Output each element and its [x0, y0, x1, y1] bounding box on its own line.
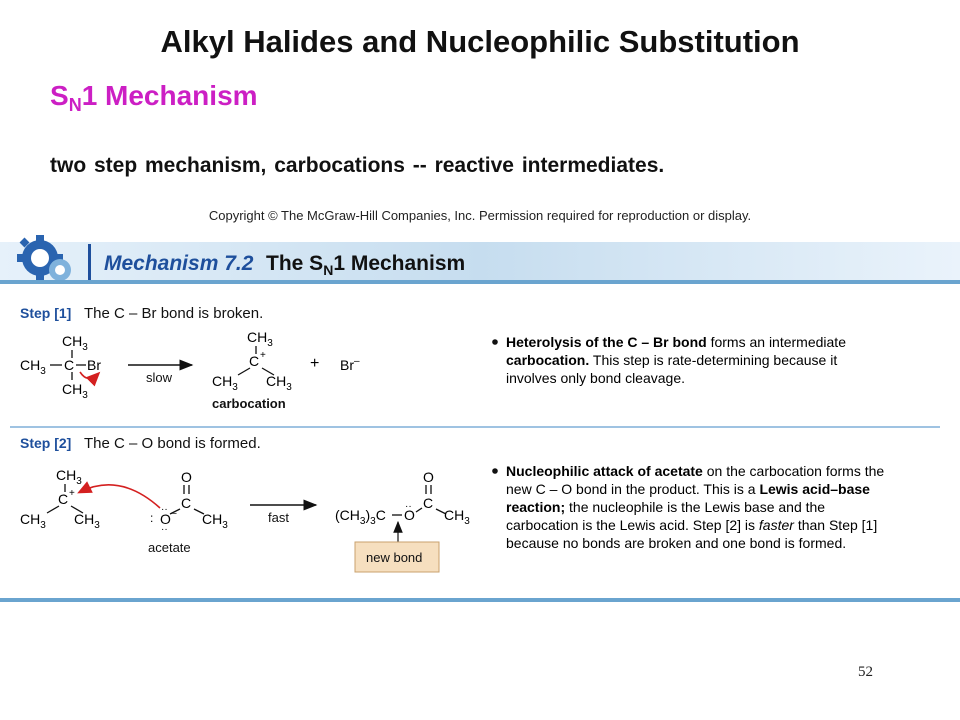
atom-label: CH3 [74, 511, 100, 531]
bromide-ion: Br– [340, 356, 360, 373]
arrow-label-slow: slow [146, 370, 173, 385]
slide-subtitle: SN1 Mechanism [50, 80, 258, 115]
atom-label: Br [87, 357, 101, 373]
page-number: 52 [858, 664, 873, 680]
bullet-line: carbocation is the Lewis acid. Step [2] … [506, 517, 877, 533]
bullet-line: involves only bond cleavage. [506, 370, 685, 386]
atom-label: CH3 [266, 373, 292, 393]
subtitle-subscript: N [68, 95, 82, 115]
copyright-notice: Copyright © The McGraw-Hill Companies, I… [208, 208, 752, 223]
atom-label: CH3 [62, 333, 88, 353]
charge-label: + [69, 488, 75, 499]
lone-pair: : [150, 511, 153, 525]
charge-label: – [171, 508, 177, 519]
step1-tag: Step [1] [20, 305, 71, 321]
header-divider [88, 244, 91, 280]
subtitle-prefix: S [50, 80, 69, 111]
header-underline [0, 280, 960, 284]
bullet-line: reaction; the nucleophile is the Lewis b… [506, 499, 825, 515]
atom-label: CH3 [20, 511, 46, 531]
curved-arrow [79, 371, 101, 387]
plus-sign: + [310, 355, 319, 372]
atom-label: C [58, 491, 68, 507]
slide-title: Alkyl Halides and Nucleophilic Substitut… [160, 24, 800, 59]
mechanism-number: Mechanism 7.2 [104, 252, 254, 275]
bullet-line: carbocation. This step is rate-determini… [506, 352, 837, 368]
atom-label: CH3 [444, 507, 470, 527]
step2-title: The C – O bond is formed. [84, 435, 261, 452]
step2-bullet: Nucleophilic attack of acetate on the ca… [492, 463, 884, 551]
atom-label: CH3 [62, 381, 88, 401]
bullet-line: new C – O bond in the product. This is a… [506, 481, 870, 497]
bullet-line: Nucleophilic attack of acetate on the ca… [506, 463, 884, 479]
lone-pair: ·· [161, 524, 168, 535]
atom-label: CH3 [247, 329, 273, 349]
atom-label: CH3 [212, 373, 238, 393]
atom-label: C [423, 495, 433, 511]
figure-bottom-rule [0, 598, 960, 602]
atom-label: (CH3)3C [335, 507, 386, 527]
mechanism-figure: Mechanism 7.2 The SN1 Mechanism Step [1]… [0, 222, 960, 612]
acetate-label: acetate [148, 540, 191, 555]
atom-label: C [64, 357, 74, 373]
arrow-label-fast: fast [268, 510, 289, 525]
atom-label: C [249, 353, 259, 369]
atom-label: O [160, 511, 171, 527]
atom-label: O [423, 469, 434, 485]
atom-label: CH3 [56, 467, 82, 487]
acetate-nucleophile: O C O : ·· ·· – CH3 [77, 469, 228, 535]
atom-label: O [404, 507, 415, 523]
new-bond-label: new bond [366, 550, 422, 565]
carbocation: CH3 C + CH3 CH3 [212, 329, 292, 393]
curved-arrow [77, 481, 161, 509]
atom-label: CH3 [20, 357, 46, 377]
slide-text: two step mechanism, carbocations -- reac… [50, 154, 665, 177]
step1-title: The C – Br bond is broken. [84, 305, 263, 322]
carbocation-label: carbocation [212, 396, 286, 411]
atom-label: O [181, 469, 192, 485]
new-bond-box [354, 541, 440, 573]
lone-pair: ·· [161, 504, 168, 515]
step1-bullet: Heterolysis of the C – Br bond forms an … [492, 334, 846, 386]
atom-label: C [181, 495, 191, 511]
carbocation-reactant: CH3 C + CH3 CH3 [20, 467, 100, 531]
atom-label: CH3 [202, 511, 228, 531]
mechanism-title: The SN1 Mechanism [266, 252, 465, 278]
gear-icon [17, 235, 71, 281]
subtitle-rest: 1 Mechanism [81, 80, 258, 111]
tert-butyl-acetate: (CH3)3C O ·· O C CH3 [335, 469, 470, 542]
bullet-line: Heterolysis of the C – Br bond forms an … [506, 334, 846, 350]
lone-pair: ·· [405, 501, 412, 512]
charge-label: + [260, 350, 266, 361]
mechanism-svg: Mechanism 7.2 The SN1 Mechanism Step [1]… [0, 235, 960, 602]
step2-tag: Step [2] [20, 435, 71, 451]
header-band [0, 242, 960, 282]
bullet-line: because no bonds are broken and one bond… [506, 535, 846, 551]
tert-butyl-bromide: CH3 CH3 C Br CH3 [20, 333, 101, 401]
